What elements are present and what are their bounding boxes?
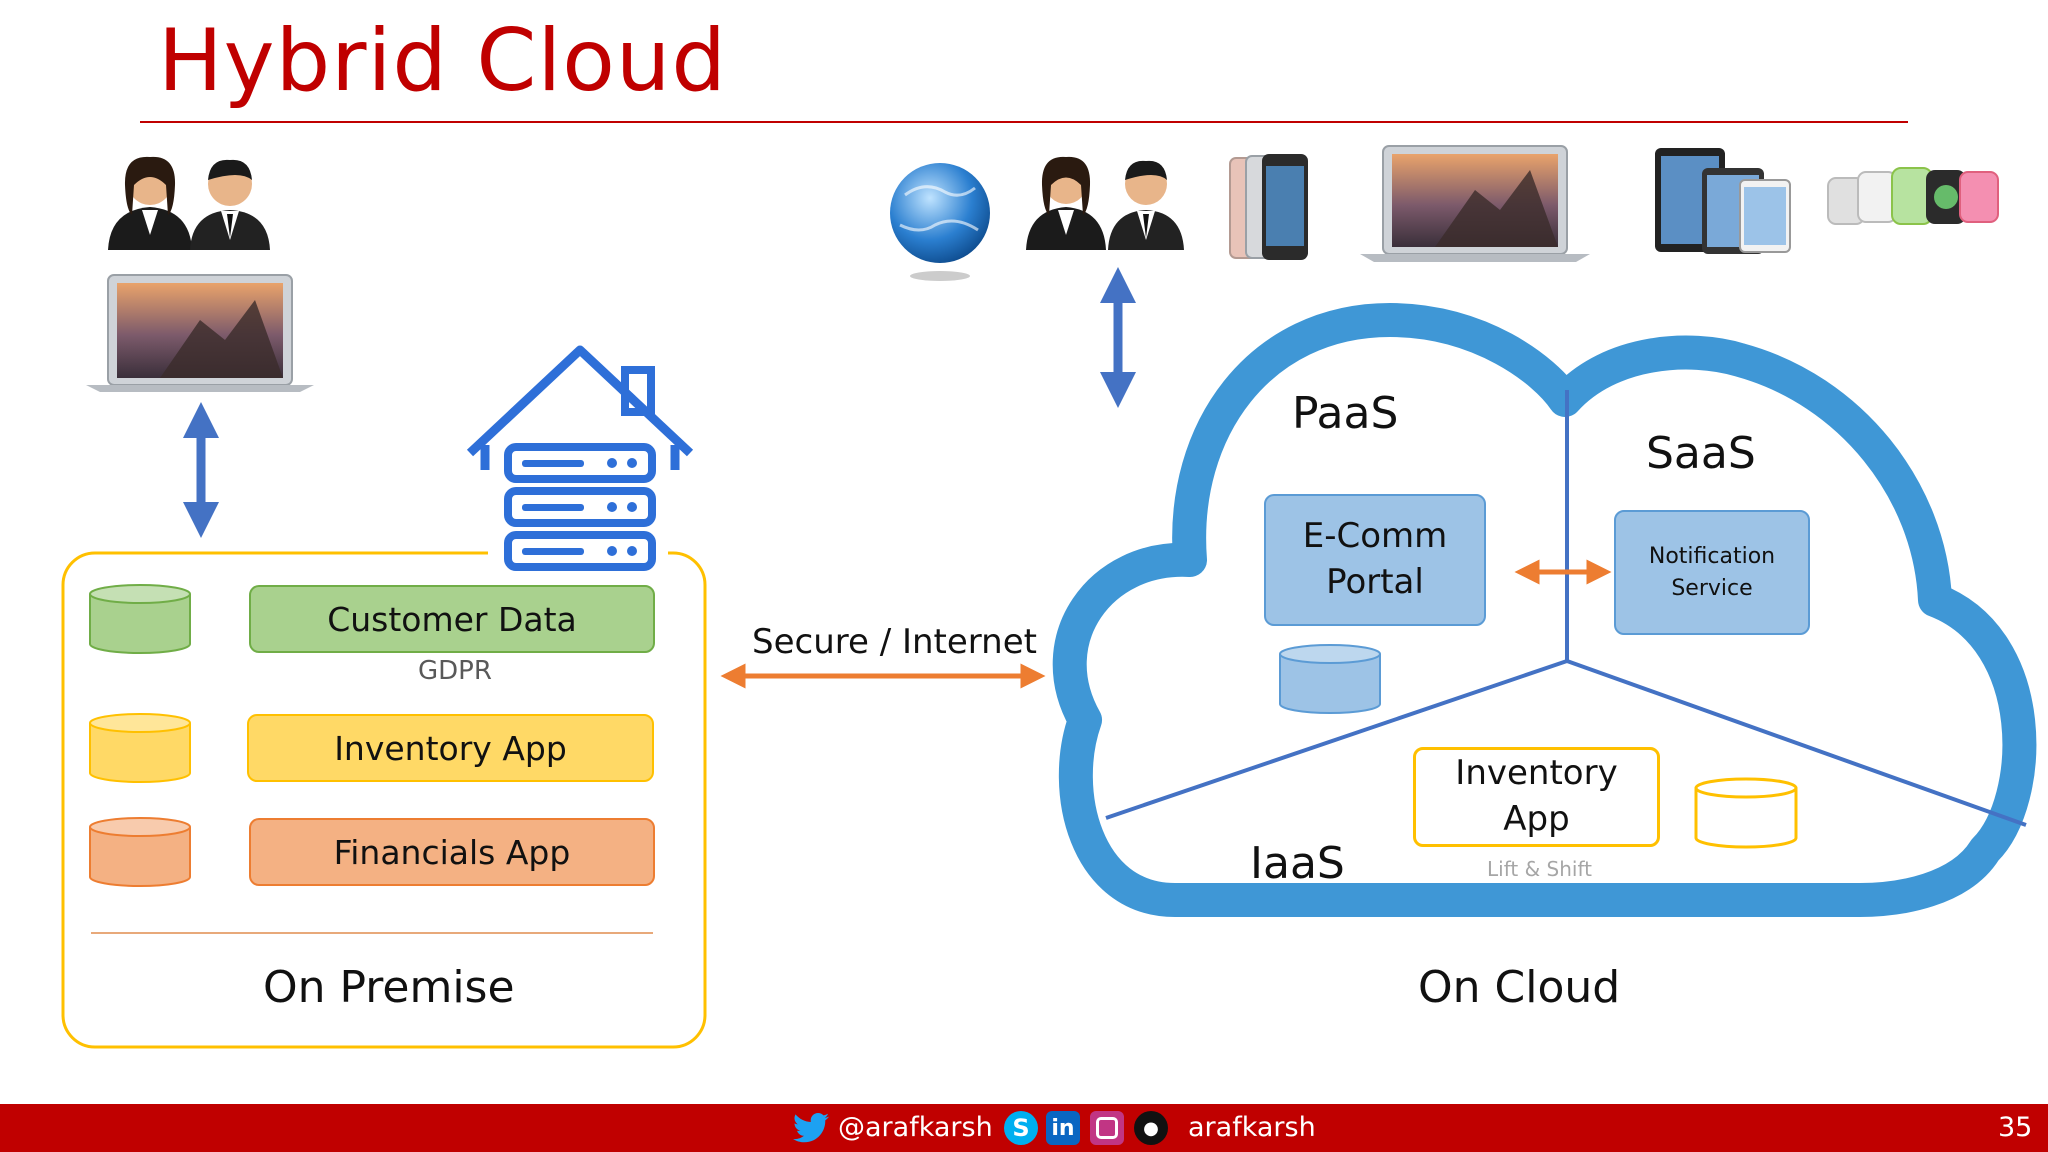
- laptop-icon-cloud: [1360, 146, 1590, 262]
- database-icon-blue: [1280, 645, 1380, 713]
- secure-internet-label: Secure / Internet: [752, 622, 1037, 662]
- ecomm-portal-box: E-Comm Portal: [1264, 494, 1486, 626]
- social-handle[interactable]: arafkarsh: [1188, 1112, 1316, 1143]
- database-icon-yellow-cloud: [1696, 779, 1796, 847]
- users-icon-cloud: [1026, 157, 1184, 250]
- database-icon-orange: [90, 818, 190, 886]
- github-icon[interactable]: ●: [1134, 1111, 1168, 1145]
- laptop-icon: [86, 275, 314, 392]
- financials-app-label: Financials App: [334, 833, 571, 872]
- iaas-inventory-line1: Inventory: [1455, 751, 1617, 797]
- saas-label: SaaS: [1646, 428, 1756, 479]
- gdpr-label: GDPR: [418, 656, 492, 686]
- customer-data-box: Customer Data: [249, 585, 655, 653]
- inventory-app-label: Inventory App: [334, 729, 567, 768]
- database-icon-yellow: [90, 714, 190, 782]
- smartphones-icon: [1230, 154, 1308, 260]
- customer-data-label: Customer Data: [327, 600, 577, 639]
- notification-service-box: Notification Service: [1614, 510, 1810, 635]
- paas-label: PaaS: [1292, 388, 1398, 439]
- financials-app-box: Financials App: [249, 818, 655, 886]
- on-premise-caption: On Premise: [263, 962, 515, 1013]
- house-server-icon: [470, 350, 690, 580]
- instagram-icon[interactable]: [1090, 1111, 1124, 1145]
- twitter-handle[interactable]: @arafkarsh: [838, 1112, 993, 1143]
- skype-icon[interactable]: S: [1004, 1111, 1038, 1145]
- inventory-app-box: Inventory App: [247, 714, 654, 782]
- database-icon-green: [90, 585, 190, 653]
- ecomm-portal-line2: Portal: [1326, 560, 1424, 606]
- smartwatches-icon: [1828, 168, 1998, 224]
- iaas-label: IaaS: [1250, 838, 1345, 889]
- users-icon: [108, 157, 270, 250]
- globe-icon: [890, 163, 990, 281]
- tablets-icon: [1655, 148, 1790, 254]
- linkedin-icon[interactable]: in: [1046, 1111, 1080, 1145]
- ecomm-portal-line1: E-Comm: [1303, 514, 1448, 560]
- notification-service-line2: Service: [1671, 573, 1752, 605]
- iaas-inventory-line2: App: [1503, 797, 1569, 843]
- on-cloud-caption: On Cloud: [1418, 962, 1620, 1013]
- lift-shift-label: Lift & Shift: [1487, 857, 1592, 881]
- page-number: 35: [1998, 1112, 2032, 1143]
- iaas-inventory-app-box: Inventory App: [1413, 747, 1660, 847]
- notification-service-line1: Notification: [1649, 541, 1775, 573]
- twitter-icon[interactable]: [793, 1112, 829, 1144]
